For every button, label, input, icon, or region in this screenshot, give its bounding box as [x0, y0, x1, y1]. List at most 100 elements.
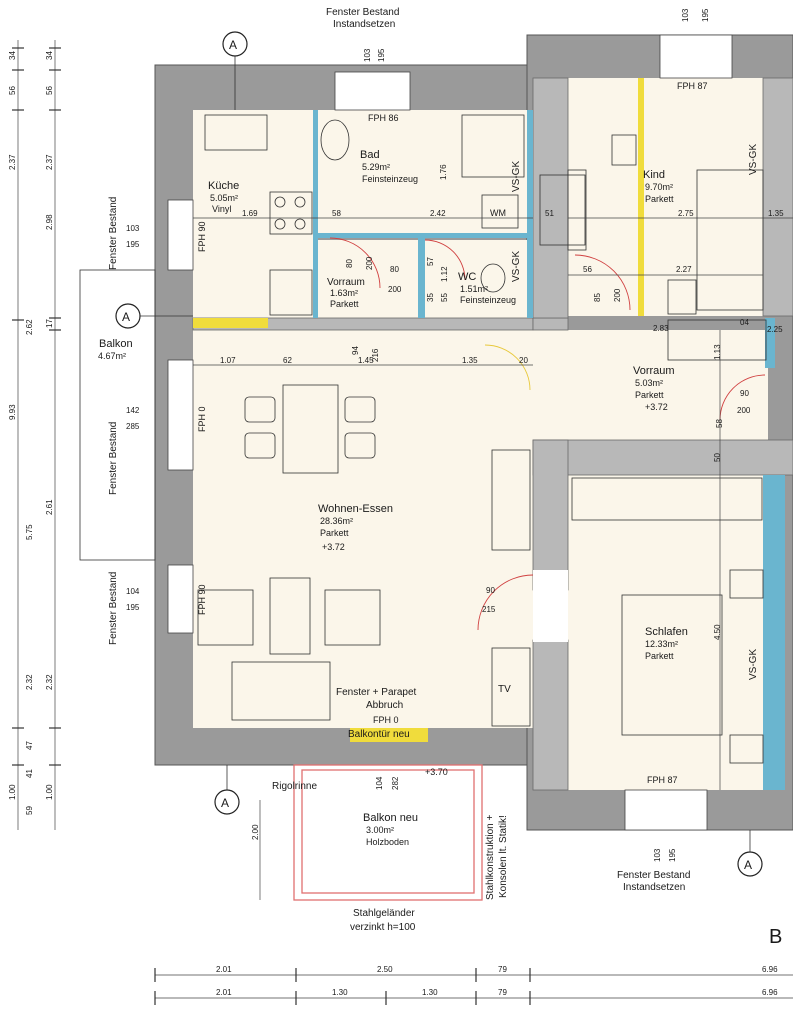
- floor-passage: [533, 330, 568, 440]
- dim-left-outer: 59: [25, 806, 34, 815]
- floor-bad-shower: [453, 110, 533, 235]
- dim-left-outer: 56: [45, 86, 54, 95]
- note-fenster-left-2: Fenster Bestand: [108, 422, 119, 495]
- dim-left-outer: 56: [8, 86, 17, 95]
- room-vorraum1-area: 1.63m²: [330, 288, 358, 298]
- note-fph90a: FPH 90: [197, 221, 207, 252]
- stove-burner: [274, 196, 286, 208]
- dim-door-80a: 80: [345, 259, 354, 268]
- dim-left-inner: 2.32: [25, 674, 34, 690]
- annotations: Fenster Bestand Instandsetzen Fenster Be…: [108, 7, 782, 948]
- balkontuer-marker: [350, 728, 428, 742]
- note-vsgk-1: VS-GK: [511, 161, 522, 192]
- door-arc: [719, 374, 766, 421]
- room-vorraum1-name: Vorraum: [327, 277, 365, 288]
- partition-east: [527, 110, 533, 318]
- dim-win-wohnen-1: 142: [126, 406, 140, 415]
- dim-58: 58: [332, 209, 341, 218]
- stove-burner: [294, 196, 306, 208]
- room-vorraum2-level: +3.72: [645, 402, 668, 412]
- dim-113: 1.13: [713, 344, 722, 360]
- window-kueche: [167, 199, 194, 271]
- floor-wc: [425, 240, 533, 318]
- room-wohnen-name: Wohnen-Essen: [318, 503, 393, 515]
- door-swings: [329, 237, 766, 631]
- dim-left-outer: 47: [25, 741, 34, 750]
- room-schlafen-name: Schlafen: [645, 626, 688, 638]
- note-statik-2: Konsolen lt. Statik!: [498, 815, 509, 898]
- room-balkonneu-name: Balkon neu: [363, 812, 418, 824]
- dim-112: 1.12: [440, 266, 449, 282]
- wall-interior-v4: [762, 77, 793, 317]
- room-kueche-floor: Vinyl: [212, 204, 231, 214]
- dim-door-200b: 200: [388, 285, 402, 294]
- chair: [344, 432, 376, 459]
- washbasin: [320, 119, 350, 161]
- dim-left-outer: 2.37: [8, 154, 17, 170]
- dim-row-107: 1.07: [220, 356, 236, 365]
- floor-kueche: [193, 110, 318, 318]
- dim-door-90: 90: [740, 389, 749, 398]
- section-a-label: A: [744, 858, 752, 872]
- schlafen-wardrobe: [571, 477, 763, 521]
- dim-282: 282: [391, 776, 400, 790]
- room-wc-area: 1.51m²: [460, 284, 488, 294]
- door-arc: [424, 239, 466, 281]
- room-bad-name: Bad: [360, 149, 380, 161]
- room-kind-floor: Parkett: [645, 194, 674, 204]
- dim-bottom-2: 2.01: [216, 988, 232, 997]
- dim-left-outer: 1.00: [45, 784, 54, 800]
- dimension-values: 34 56 2.37 9.93 1.00 34 56 2.37 2.98 17 …: [8, 8, 784, 997]
- room-wohnen-floor: Parkett: [320, 528, 349, 538]
- dim-left-outer: 2.32: [45, 674, 54, 690]
- dim-door-85: 85: [593, 293, 602, 302]
- partition-vorraum: [765, 318, 775, 368]
- sideboard: [491, 449, 531, 551]
- stove-burner: [274, 218, 286, 230]
- dim-win-top-1: 103: [681, 8, 690, 22]
- dim-kind-w2: 2.27: [676, 265, 692, 274]
- dim-56: 56: [583, 265, 592, 274]
- dim-55: 55: [440, 293, 449, 302]
- dim-bottom-1: 79: [498, 965, 507, 974]
- dim-win-bot-2: 195: [668, 848, 677, 862]
- dim-left-outer: 2.98: [45, 214, 54, 230]
- furniture: [197, 114, 767, 764]
- double-bed: [621, 594, 723, 736]
- coffee-table: [269, 577, 311, 655]
- room-vorraum1-floor: Parkett: [330, 299, 359, 309]
- chair: [244, 396, 276, 423]
- note-parapet-1: Fenster + Parapet: [336, 687, 417, 698]
- note-rigolrinne: Rigolrinne: [272, 781, 317, 792]
- dim-kueche-w: 1.69: [242, 209, 258, 218]
- note-fph87a: FPH 87: [677, 81, 708, 91]
- armchair: [197, 589, 254, 646]
- door-arc: [477, 574, 534, 631]
- dim-216: 216: [371, 348, 380, 362]
- dim-win-bot-1: 103: [653, 848, 662, 862]
- walls: [154, 34, 793, 831]
- dim-bottom-2: 79: [498, 988, 507, 997]
- dim-104: 104: [375, 776, 384, 790]
- dim-left-outer: 5.75: [25, 524, 34, 540]
- room-bad-floor: Feinsteinzeug: [362, 174, 418, 184]
- note-stahl-2: verzinkt h=100: [350, 922, 416, 933]
- dim-left-outer: 2.61: [45, 499, 54, 515]
- dim-left-inner: 9.93: [8, 404, 17, 420]
- dim-bad-h: 1.76: [439, 164, 448, 180]
- room-balkon-name: Balkon: [99, 338, 133, 350]
- wall-interior-v3: [532, 639, 569, 791]
- room-balkon-area: 4.67m²: [98, 351, 126, 361]
- dim-win-wohnen2-2: 195: [126, 603, 140, 612]
- kind-chair: [667, 279, 697, 315]
- dim-bottom-2: 6.96: [762, 988, 778, 997]
- dim-win-kueche-2: 195: [126, 240, 140, 249]
- kind-desk-chair: [611, 134, 637, 166]
- door-arc: [574, 254, 631, 311]
- note-fph0a: FPH 0: [197, 406, 207, 432]
- dim-04: 04: [740, 318, 749, 327]
- washing-machine: [481, 194, 519, 229]
- dim-bottom-2: 1.30: [332, 988, 348, 997]
- dim-row-145: 1.45: [358, 356, 374, 365]
- dim-kind-w: 2.75: [678, 209, 694, 218]
